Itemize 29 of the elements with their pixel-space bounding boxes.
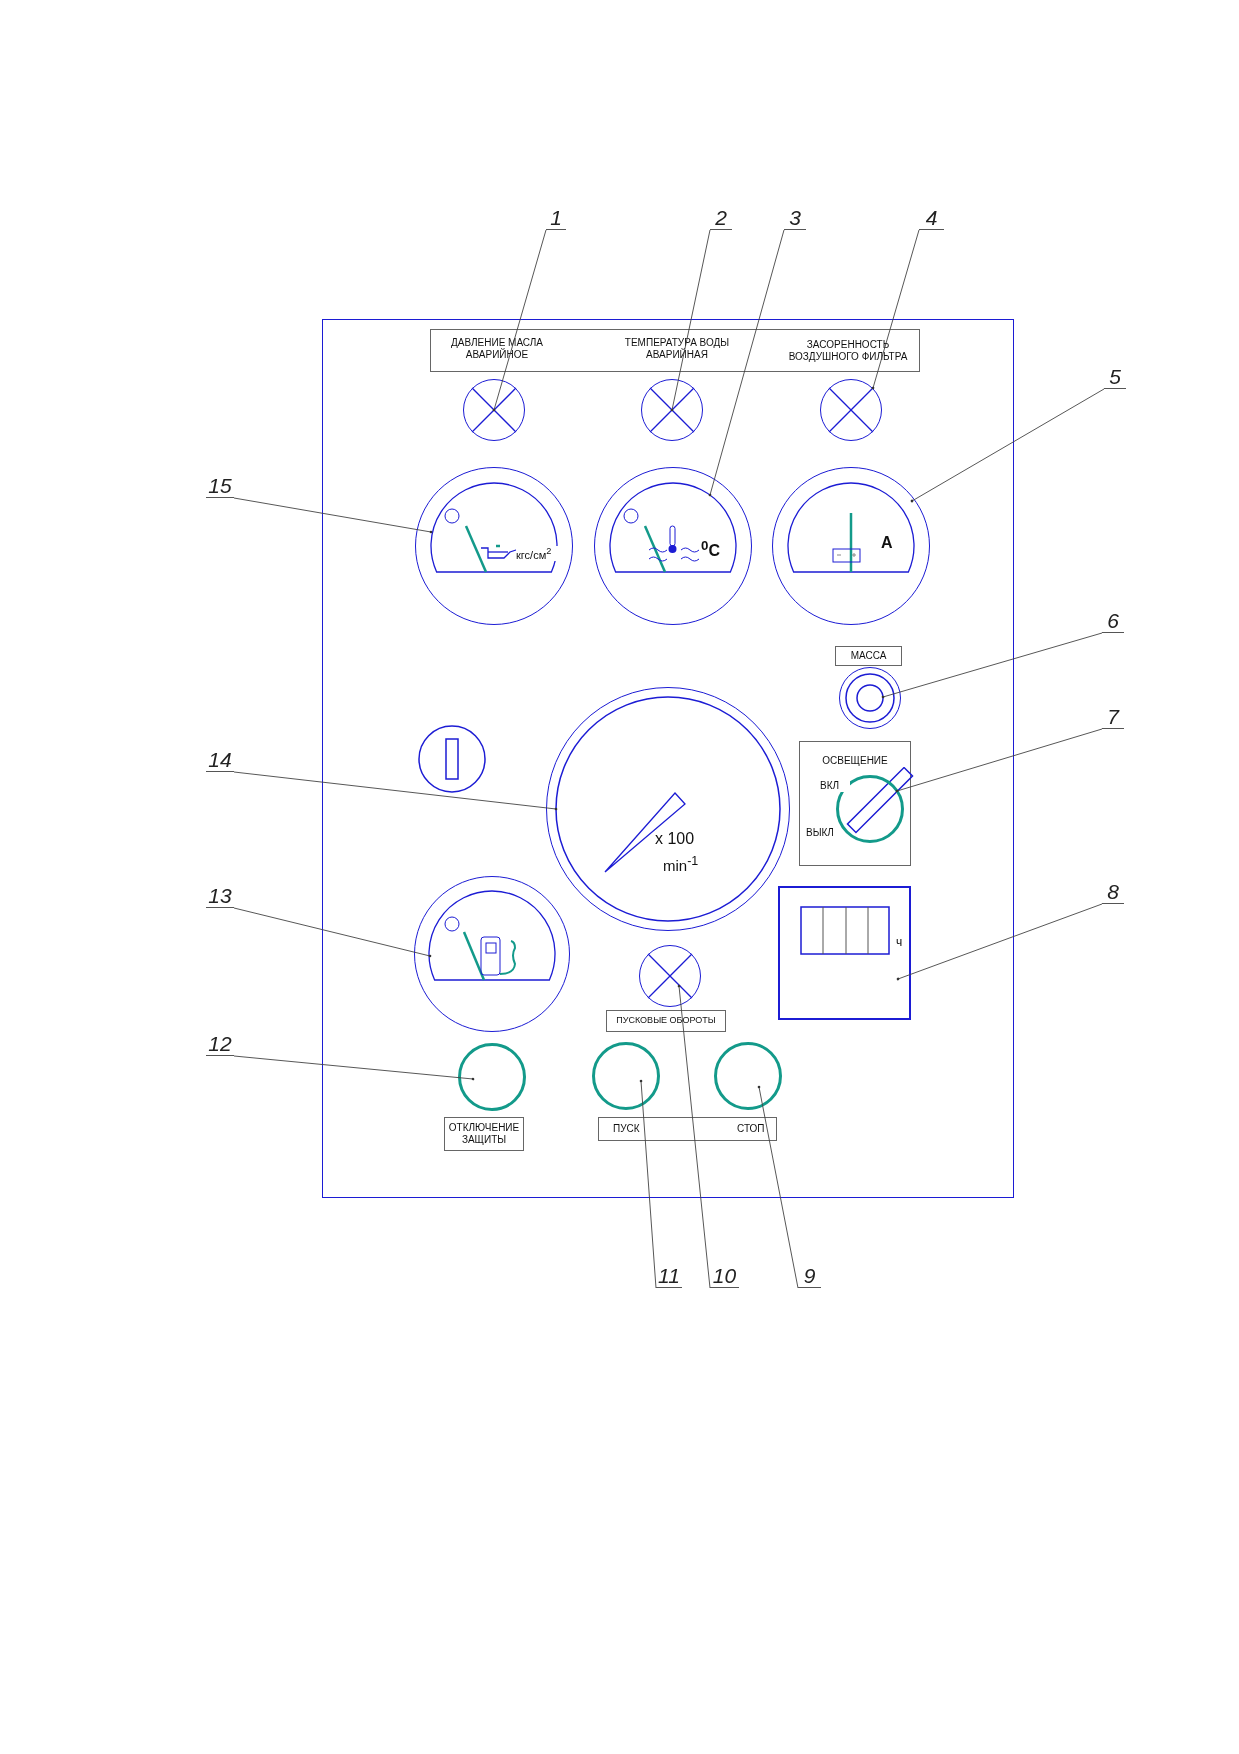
callout-number: 11 [656, 1264, 682, 1288]
callout-number: 15 [206, 474, 234, 498]
label-plate [430, 329, 920, 372]
hour-meter [778, 886, 911, 1020]
switch-plate [799, 741, 911, 866]
push-button [458, 1043, 526, 1111]
callout-number: 9 [798, 1264, 821, 1288]
callout-number: 8 [1102, 880, 1124, 904]
label-plate [598, 1117, 777, 1141]
callout-number: 3 [784, 206, 806, 230]
callout-number: 13 [206, 884, 234, 908]
callout-number: 2 [710, 206, 732, 230]
label-plate [444, 1117, 524, 1151]
callout-number: 10 [710, 1264, 739, 1288]
callout-number: 14 [206, 748, 234, 772]
plate-caption: ПУСК [613, 1123, 643, 1135]
switch-position-label: ВЫКЛ [806, 827, 836, 839]
callout-number: 7 [1102, 705, 1124, 729]
callout-number: 4 [919, 206, 944, 230]
push-button [592, 1042, 660, 1110]
callout-number: 12 [206, 1032, 234, 1056]
push-button [714, 1042, 782, 1110]
callout-number: 1 [546, 206, 566, 230]
plate-caption: ЗАСОРЕННОСТЬ ВОЗДУШНОГО ФИЛЬТРА [788, 339, 908, 362]
switch-position-label: ВКЛ [820, 780, 850, 792]
callout-number: 6 [1102, 609, 1124, 633]
label-plate [606, 1010, 726, 1032]
callout-number: 5 [1104, 365, 1126, 389]
control-panel [322, 319, 1014, 1198]
